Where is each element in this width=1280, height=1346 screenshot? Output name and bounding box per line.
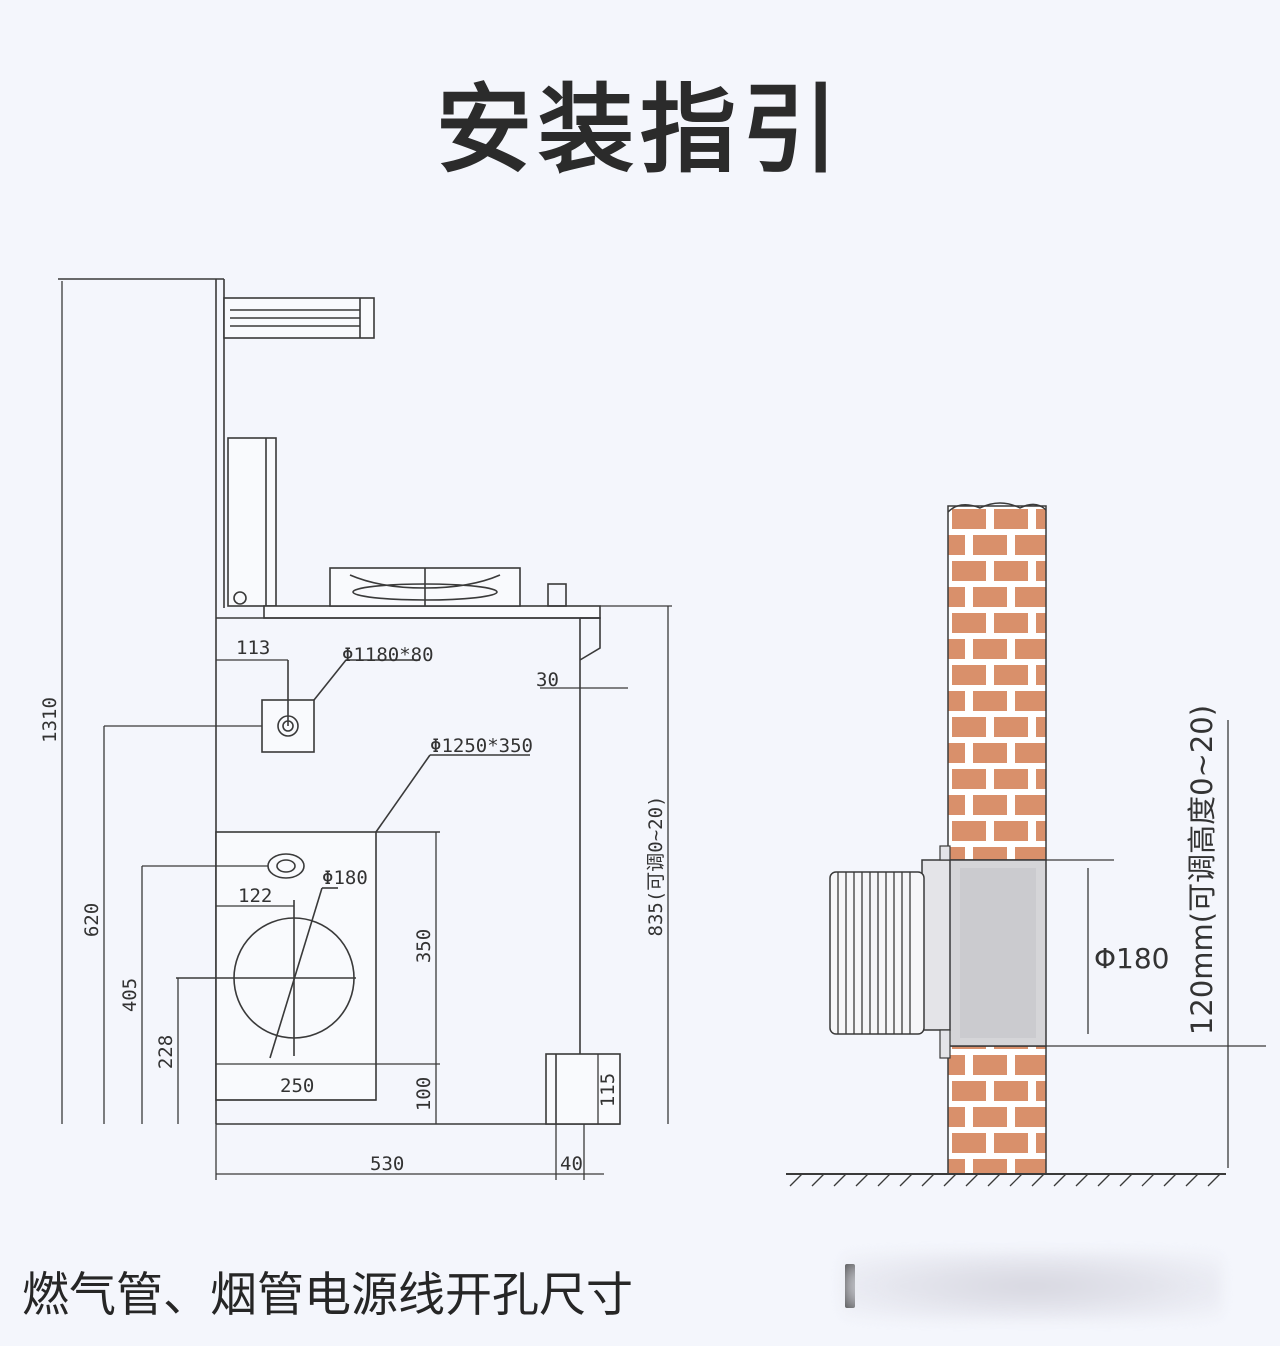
adjustable-height: 120mm(可调高度0~20) — [1185, 705, 1219, 1035]
cabinet-drawing — [58, 278, 672, 1180]
dim-w530: 530 — [370, 1153, 404, 1175]
dim-hole-h350: 350 — [413, 929, 435, 963]
dim-w122: 122 — [238, 885, 272, 907]
dim-cabinet-height: 835(可调0~20) — [645, 796, 667, 937]
dim-h228: 228 — [155, 1035, 177, 1069]
page-title: 安装指引 — [436, 74, 844, 186]
dim-hole-w250: 250 — [280, 1075, 314, 1097]
blurred-caption — [842, 1252, 1222, 1320]
dim-h100: 100 — [413, 1077, 435, 1111]
wall-section: Φ180 120mm(可调高度0~20) — [786, 502, 1266, 1187]
dim-pipe-dia: Φ180 — [322, 867, 368, 889]
dim-flue-hole: Φ1250*350 — [430, 735, 533, 757]
dim-gas-offset: 113 — [236, 637, 270, 659]
dim-h620: 620 — [81, 903, 103, 937]
dim-side-gap: 30 — [536, 669, 559, 691]
caption-left: 燃气管、烟管电源线开孔尺寸 — [22, 1268, 633, 1323]
dim-h115: 115 — [597, 1073, 619, 1107]
dim-total-height: 1310 — [39, 697, 61, 743]
dim-w40: 40 — [560, 1153, 583, 1175]
dim-h405: 405 — [119, 978, 141, 1012]
wall-pipe-dia: Φ180 — [1094, 942, 1169, 975]
dim-gas-hole: Φ1180*80 — [342, 644, 434, 666]
